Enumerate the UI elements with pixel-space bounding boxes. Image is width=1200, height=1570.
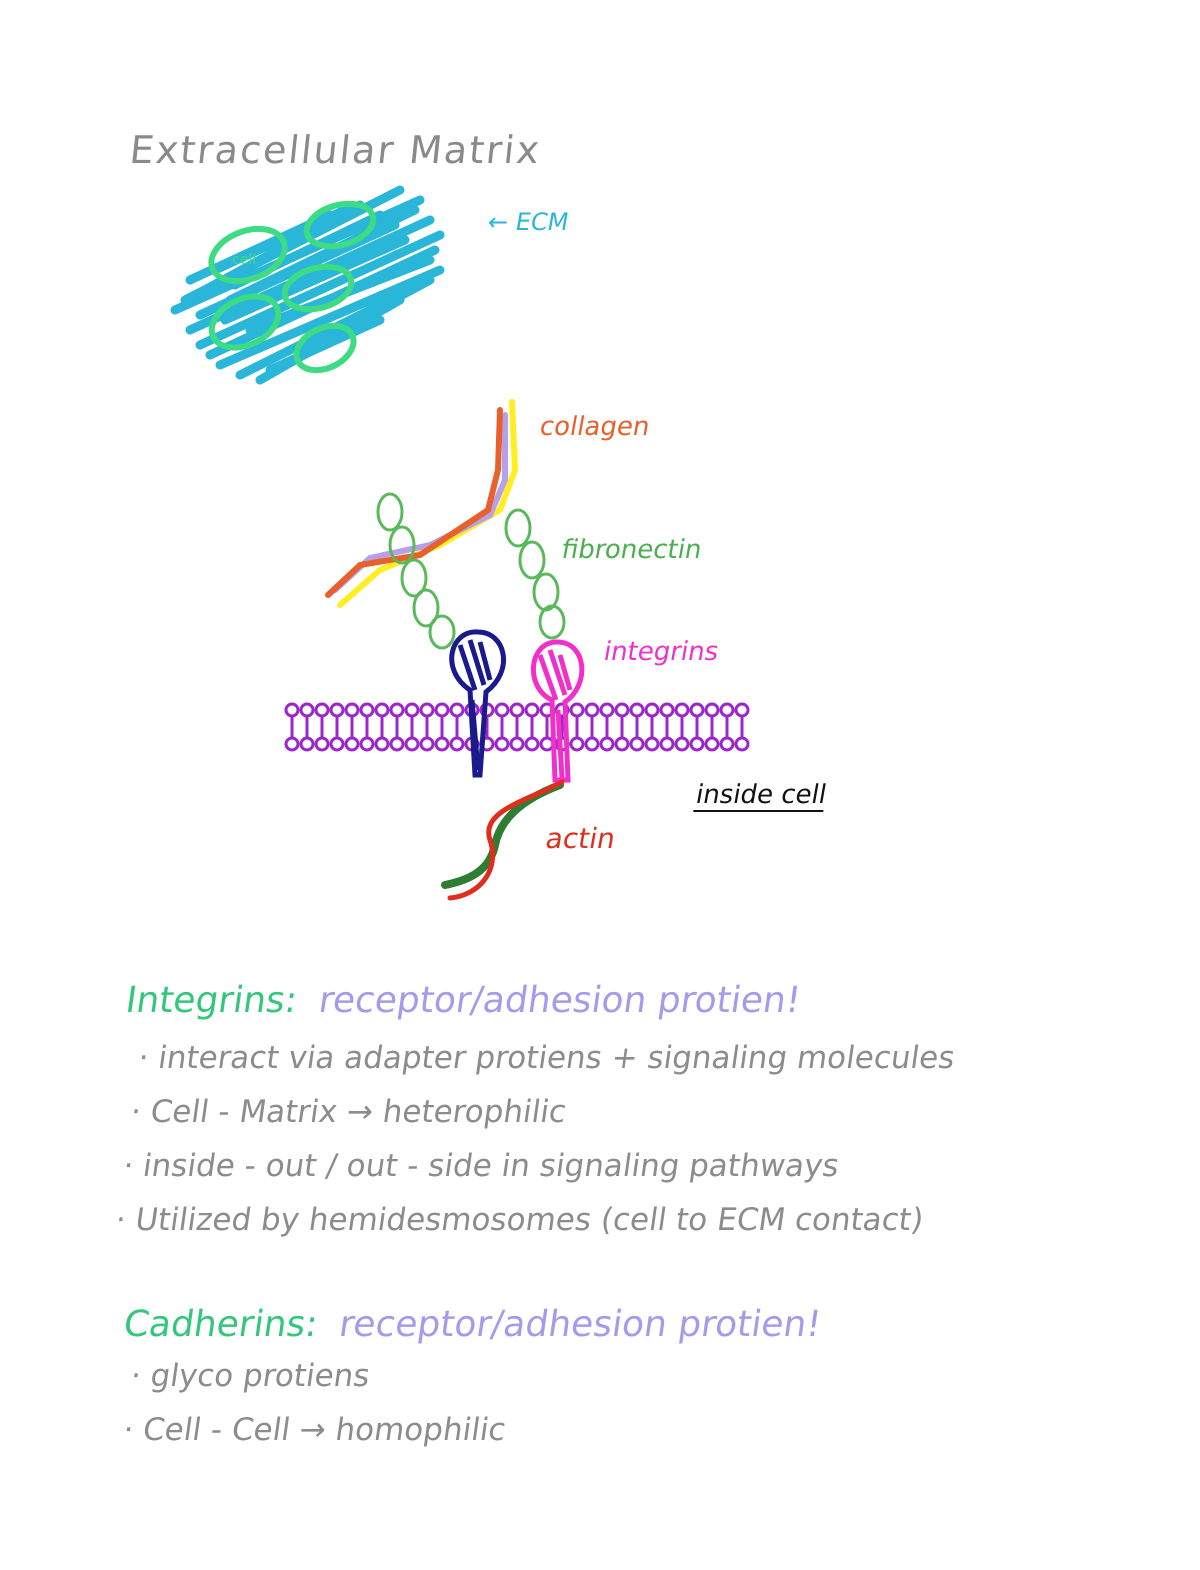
bullet-item: · Cell - Matrix → heterophilic xyxy=(128,1094,569,1130)
lipid-head-outer xyxy=(359,702,375,718)
lipid-head-inner xyxy=(614,736,630,752)
lipid-head-inner xyxy=(734,736,750,752)
lipid-head-outer xyxy=(644,702,660,718)
integrins-bullets: · interact via adapter protiens + signal… xyxy=(111,1040,957,1256)
integrins-heading: Integrins: receptor/adhesion protien! xyxy=(123,980,803,1021)
bullet-item: · Cell - Cell → homophilic xyxy=(120,1412,509,1448)
lipid-head-outer xyxy=(629,702,645,718)
section-name: Integrins: xyxy=(123,980,300,1021)
lipid-head-inner xyxy=(419,736,435,752)
lipid-head-inner xyxy=(344,736,360,752)
fibronectin-right xyxy=(504,508,566,640)
lipid-bilayer xyxy=(284,702,750,752)
lipid-head-outer xyxy=(284,702,300,718)
lipid-head-outer xyxy=(449,702,465,718)
lipid-head-outer xyxy=(659,702,675,718)
lipid-head-outer xyxy=(524,702,540,718)
collagen-fiber xyxy=(325,399,519,608)
lipid-head-inner xyxy=(314,736,330,752)
collagen-label: collagen xyxy=(537,412,653,442)
section-description: receptor/adhesion protien! xyxy=(336,1304,824,1345)
lipid-head-outer xyxy=(374,702,390,718)
lipid-head-inner xyxy=(434,736,450,752)
lipid-head-inner xyxy=(284,736,300,752)
lipid-head-inner xyxy=(509,736,525,752)
bullet-item: · glyco protiens xyxy=(128,1358,373,1394)
lipid-head-inner xyxy=(359,736,375,752)
cell-4 xyxy=(208,293,282,351)
lipid-head-outer xyxy=(419,702,435,718)
lipid-head-inner xyxy=(569,736,585,752)
lipid-head-inner xyxy=(374,736,390,752)
lipid-head-outer xyxy=(584,702,600,718)
lipid-head-inner xyxy=(584,736,600,752)
section-description: receptor/adhesion protien! xyxy=(316,980,804,1021)
bullet-item: · interact via adapter protiens + signal… xyxy=(136,1040,958,1076)
lipid-head-inner xyxy=(659,736,675,752)
cadherins-bullets: · glyco protiens · Cell - Cell → homophi… xyxy=(118,1358,515,1466)
lipid-head-outer xyxy=(344,702,360,718)
lipid-head-inner xyxy=(389,736,405,752)
cell-1 xyxy=(208,225,288,285)
cell-2 xyxy=(303,200,377,250)
lipid-head-outer xyxy=(569,702,585,718)
lipid-head-inner xyxy=(644,736,660,752)
lipid-head-outer xyxy=(599,702,615,718)
lipid-head-outer xyxy=(434,702,450,718)
lipid-head-outer xyxy=(314,702,330,718)
cadherins-heading: Cadherins: receptor/adhesion protien! xyxy=(121,1304,824,1345)
lipid-head-inner xyxy=(674,736,690,752)
lipid-head-outer xyxy=(689,702,705,718)
section-name: Cadherins: xyxy=(121,1304,321,1345)
lipid-head-outer xyxy=(389,702,405,718)
inside-cell-label: inside cell xyxy=(693,780,829,812)
fibronectin-label: fibronectin xyxy=(559,535,705,565)
lipid-head-inner xyxy=(329,736,345,752)
lipid-head-inner xyxy=(704,736,720,752)
lipid-head-inner xyxy=(299,736,315,752)
lipid-head-outer xyxy=(704,702,720,718)
lipid-head-outer xyxy=(329,702,345,718)
lipid-head-inner xyxy=(449,736,465,752)
ecm-label: ← ECM xyxy=(485,208,571,236)
actin-label: actin xyxy=(543,822,618,855)
lipid-head-inner xyxy=(524,736,540,752)
ecm-cells xyxy=(208,200,377,374)
cell-label: cell xyxy=(232,252,256,268)
lipid-head-inner xyxy=(629,736,645,752)
lipid-head-outer xyxy=(494,702,510,718)
lipid-head-outer xyxy=(674,702,690,718)
fibronectin-left xyxy=(376,492,456,650)
lipid-head-outer xyxy=(614,702,630,718)
integrin-blue xyxy=(449,629,506,778)
integrin-pink xyxy=(530,639,585,783)
lipid-head-inner xyxy=(599,736,615,752)
lipid-head-inner xyxy=(494,736,510,752)
bullet-item: · Utilized by hemidesmosomes (cell to EC… xyxy=(113,1202,926,1238)
lipid-head-outer xyxy=(299,702,315,718)
lipid-head-inner xyxy=(719,736,735,752)
lipid-head-inner xyxy=(404,736,420,752)
cell-5 xyxy=(293,322,357,374)
bullet-item: · inside - out / out - side in signaling… xyxy=(120,1148,842,1184)
lipid-head-outer xyxy=(404,702,420,718)
ecm-scribble xyxy=(170,185,445,385)
cell-3 xyxy=(281,263,355,313)
integrins-label: integrins xyxy=(601,637,721,667)
lipid-head-outer xyxy=(509,702,525,718)
lipid-head-outer xyxy=(719,702,735,718)
lipid-head-inner xyxy=(689,736,705,752)
lipid-head-outer xyxy=(734,702,750,718)
actin-filament xyxy=(441,779,565,901)
